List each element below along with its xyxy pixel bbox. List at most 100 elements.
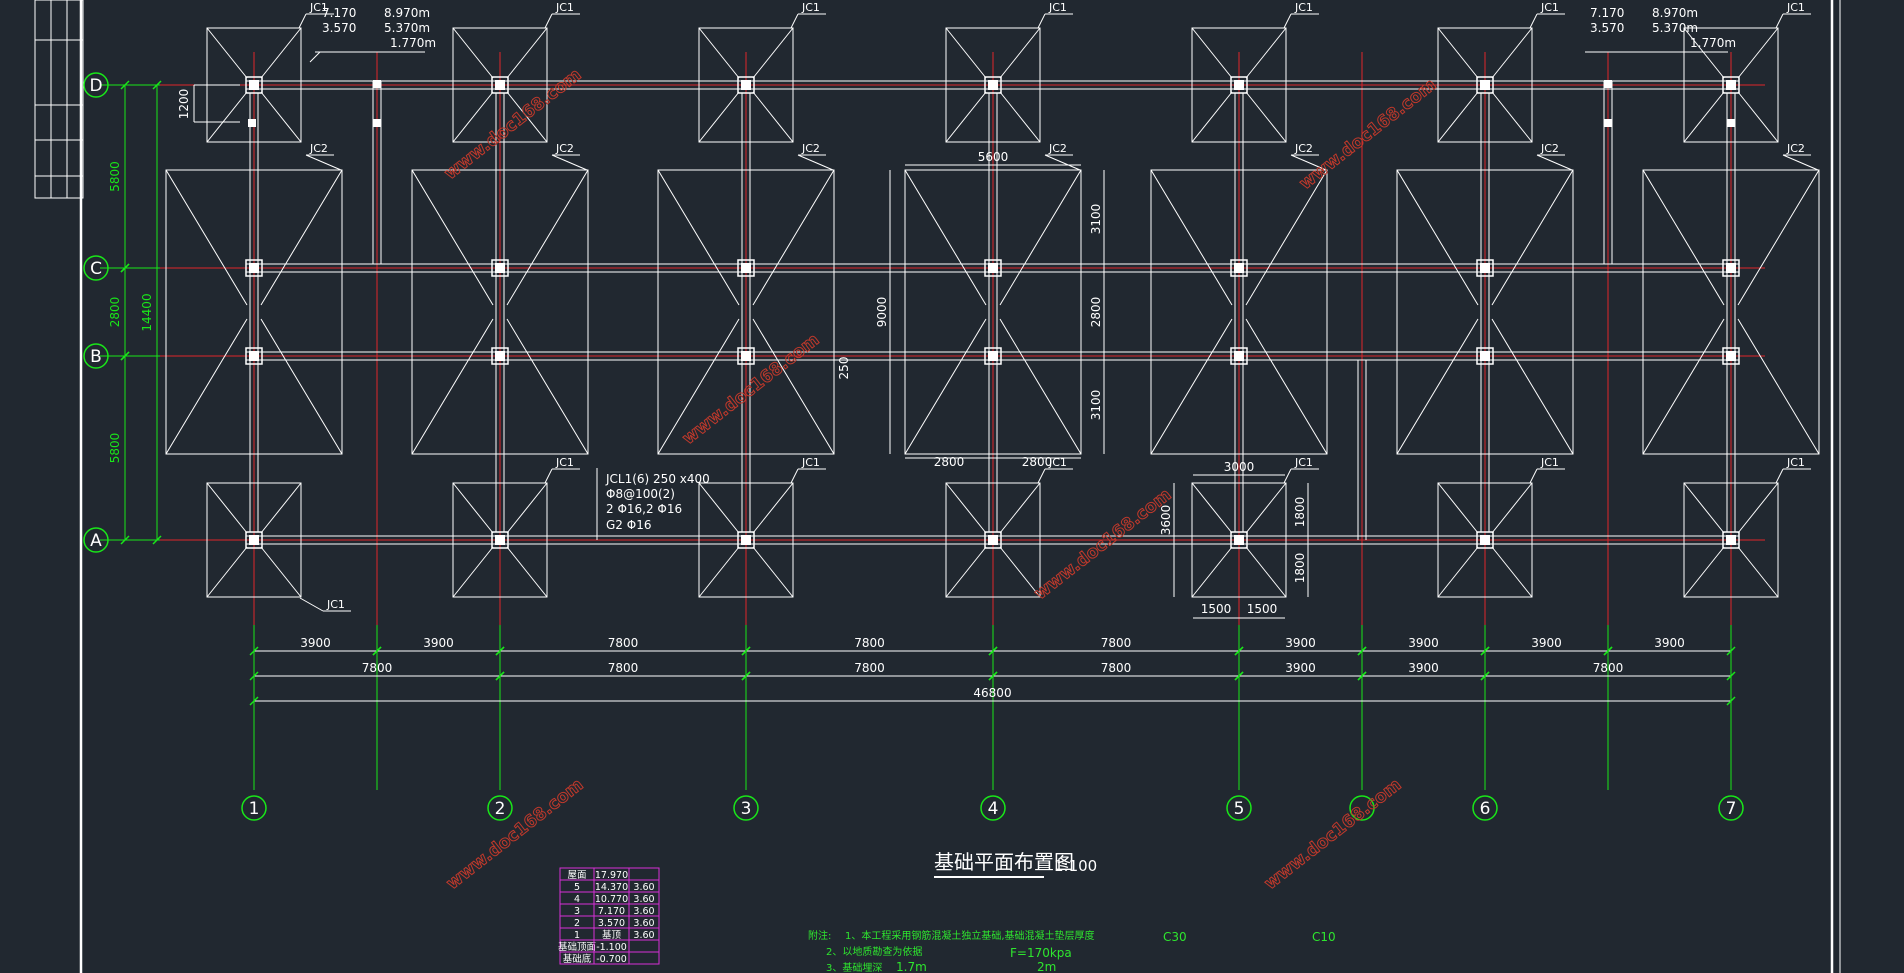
floor-table-cell-text: -1.100 — [596, 942, 627, 953]
column-A4 — [984, 531, 1002, 549]
dim-total-tick — [249, 696, 259, 706]
footing-jc1-top-7-outline — [1683, 27, 1779, 143]
label-jc1-top-2-leader — [544, 13, 553, 29]
label-jc2-6: JC2 — [1540, 142, 1559, 155]
dim-left-5800a: 5800 — [108, 161, 122, 192]
footing-jc1-bottom-1 — [206, 482, 302, 598]
footing-jc1-top-3-diag — [698, 27, 740, 79]
footing-jc1-bottom-4-diag — [945, 482, 987, 534]
axis-bubble-1-circle — [241, 795, 267, 821]
level-note-right-r3: 1.770m — [1690, 36, 1736, 50]
column-B5 — [1230, 347, 1248, 365]
level-note-left-r1v: 7.170 — [322, 6, 356, 20]
floor-table-cell-text: 3.60 — [633, 882, 654, 893]
dim-row1-5: 3900 — [1285, 636, 1316, 650]
column-A6-core — [1480, 535, 1490, 545]
footing-jc1-bottom-3-diag — [698, 482, 740, 534]
footing-labels: JC1JC2JC1JC2JC1JC1JC2JC1JC1JC2JC1JC1JC2J… — [298, 1, 1819, 612]
label-jc1-top-1: JC1 — [309, 1, 328, 14]
axis-bubble-3-text: 3 — [741, 799, 752, 819]
column-B2-core — [495, 351, 505, 361]
dim-row1-0: 3900 — [300, 636, 331, 650]
footing-jc2-5-diag — [1245, 318, 1328, 455]
tie-beam-notch — [1312, 359, 1359, 540]
footing-jc2-1-diag — [165, 169, 248, 306]
footing-jc2-2-diag — [506, 318, 589, 455]
column-A1-frame — [245, 531, 263, 549]
footing-jc2-4 — [904, 169, 1082, 455]
column-C7 — [1722, 259, 1740, 277]
footing-jc1-bottom-2-outline — [452, 482, 548, 598]
column-A7 — [1722, 531, 1740, 549]
footing-jc1-bottom-5-outline — [1191, 482, 1287, 598]
footing-jc1-bottom-4-diag — [945, 546, 987, 598]
floor-table-cell-text: 屋面 — [567, 870, 586, 881]
dim-row2-2-tick — [741, 671, 751, 681]
footing-jc1-bottom-7-diag — [1683, 482, 1725, 534]
footing-jc1-top-3-diag — [752, 27, 794, 79]
footing-jc2-5-outline — [1150, 169, 1328, 455]
detail-jc2_half_b: 2800 — [1022, 455, 1053, 469]
footing-jc1-top-4-diag — [945, 27, 987, 79]
dim-row2-4: 3900 — [1285, 661, 1316, 675]
footing-jc1-top-1-diag — [206, 91, 248, 143]
column-A1 — [245, 531, 263, 549]
detail-jc2_total: 9000 — [875, 297, 889, 328]
tie-beams — [246, 80, 1739, 545]
footing-jc1-bottom-6 — [1437, 482, 1533, 598]
footing-jc2-7-diag — [1737, 318, 1820, 455]
dim-row1-2: 7800 — [608, 636, 639, 650]
column-B3 — [737, 347, 755, 365]
label-jc1-bottom-3: JC1 — [801, 456, 820, 469]
footing-jc2-7-diag — [1642, 169, 1725, 306]
label-jc1-top-6-leader — [1529, 13, 1538, 29]
drawing-title-text: 基础平面布置图 — [934, 850, 1074, 874]
level-note-right-r2v: 3.570 — [1590, 21, 1624, 35]
floor-table-cell-text: 基顶 — [602, 929, 622, 941]
detail-jc2_v3: 3100 — [1089, 390, 1103, 421]
footing-jc1-top-2-diag — [506, 27, 548, 79]
axis-bubble-4: 4 — [980, 795, 1006, 821]
footing-jc1-top-6-outline — [1437, 27, 1533, 143]
column-A2 — [491, 531, 509, 549]
label-jc1-bottom-4-leader — [1037, 468, 1046, 484]
dim-row1-7-tick — [1480, 646, 1490, 656]
column-A7-core — [1726, 535, 1736, 545]
label-jc1-bottom-1: JC1 — [326, 598, 345, 611]
level-note-left-r2u: 5.370m — [384, 21, 430, 35]
footing-jc1-bottom-2-diag — [506, 546, 548, 598]
label-jc2-3-leader — [797, 154, 834, 171]
label-jc1-bottom-4: JC1 — [1048, 456, 1067, 469]
dim-row2-2: 7800 — [854, 661, 885, 675]
footing-jc1-bottom-6-diag — [1491, 546, 1533, 598]
note-3: 3、基础埋深 — [826, 961, 882, 973]
axis-bubble-1-text: 1 — [249, 799, 260, 819]
beam-callout-line1: JCL1(6) 250 x400 — [605, 472, 710, 486]
label-jc1-top-1-leader — [298, 13, 307, 29]
note-1: 1、本工程采用钢筋混凝土独立基础,基础混凝土垫层厚度 — [845, 929, 1095, 942]
footing-jc1-top-3 — [698, 27, 794, 143]
axis-bubble-5-circle — [1226, 795, 1252, 821]
floor-table-cell-text: 基础顶面 — [558, 941, 596, 953]
footing-jc1-bottom-5-diag — [1191, 482, 1233, 534]
footing-jc1-bottom-6-outline — [1437, 482, 1533, 598]
dim-row1-5-tick — [1234, 646, 1244, 656]
floor-table-cell-text: 5 — [574, 882, 580, 893]
column-D2 — [491, 76, 509, 94]
detail-jc2_width: 5600 — [978, 150, 1009, 164]
label-jc1-top-2: JC1 — [555, 1, 574, 14]
detail-jc1_half_a: 1500 — [1201, 602, 1232, 616]
column-D3-frame — [737, 76, 755, 94]
column-D3-core — [741, 80, 751, 90]
footing-jc2-1 — [165, 169, 343, 455]
column-C4-core — [988, 263, 998, 273]
column-D7-core — [1726, 80, 1736, 90]
axis-bubble-2-circle — [487, 795, 513, 821]
footing-jc1-top-4-diag — [999, 27, 1041, 79]
detail-jc1_total: 3600 — [1159, 505, 1173, 536]
beam-callout-line3: 2 Φ16,2 Φ16 — [606, 502, 682, 516]
footing-jc1-bottom-2-diag — [452, 546, 494, 598]
label-jc2-5: JC2 — [1294, 142, 1313, 155]
